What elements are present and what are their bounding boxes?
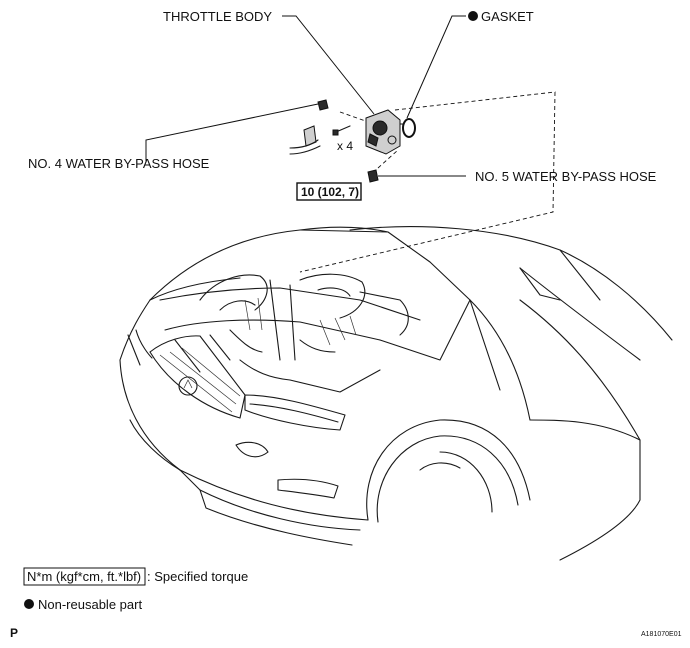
gasket-part bbox=[402, 118, 416, 138]
legend-non-reusable-text: Non-reusable part bbox=[38, 597, 142, 612]
vehicle-front-illustration bbox=[119, 226, 673, 561]
bolt-count-label: x 4 bbox=[337, 139, 353, 153]
water-bypass-hose-4-part bbox=[289, 99, 329, 155]
water-bypass-hose-5-label: NO. 5 WATER BY-PASS HOSE bbox=[475, 169, 657, 184]
legend-torque-unit: N*m (kgf*cm, ft.*lbf) bbox=[27, 569, 141, 584]
water-bypass-hose-5-part bbox=[367, 169, 379, 183]
locator-line bbox=[377, 149, 399, 169]
non-reusable-marker-icon bbox=[468, 11, 478, 21]
legend-torque-text: : Specified torque bbox=[147, 569, 248, 584]
gasket-leader bbox=[406, 15, 466, 119]
bolt-part bbox=[332, 125, 351, 136]
water-bypass-hose-4-label: NO. 4 WATER BY-PASS HOSE bbox=[28, 156, 210, 171]
throttle-body-leader bbox=[282, 15, 375, 115]
hose-4-leader bbox=[145, 103, 319, 162]
gasket-label: GASKET bbox=[481, 9, 534, 24]
legend-non-reusable-icon bbox=[24, 599, 34, 609]
figure-id: A181070E01 bbox=[641, 631, 682, 638]
locator-line bbox=[299, 91, 556, 273]
throttle-body-part bbox=[365, 109, 401, 155]
throttle-body-label: THROTTLE BODY bbox=[163, 9, 272, 24]
torque-spec-box bbox=[296, 182, 362, 201]
page-code: P bbox=[10, 626, 18, 640]
legend-torque-box bbox=[23, 567, 146, 586]
torque-spec-value: 10 (102, 7) bbox=[301, 185, 359, 199]
